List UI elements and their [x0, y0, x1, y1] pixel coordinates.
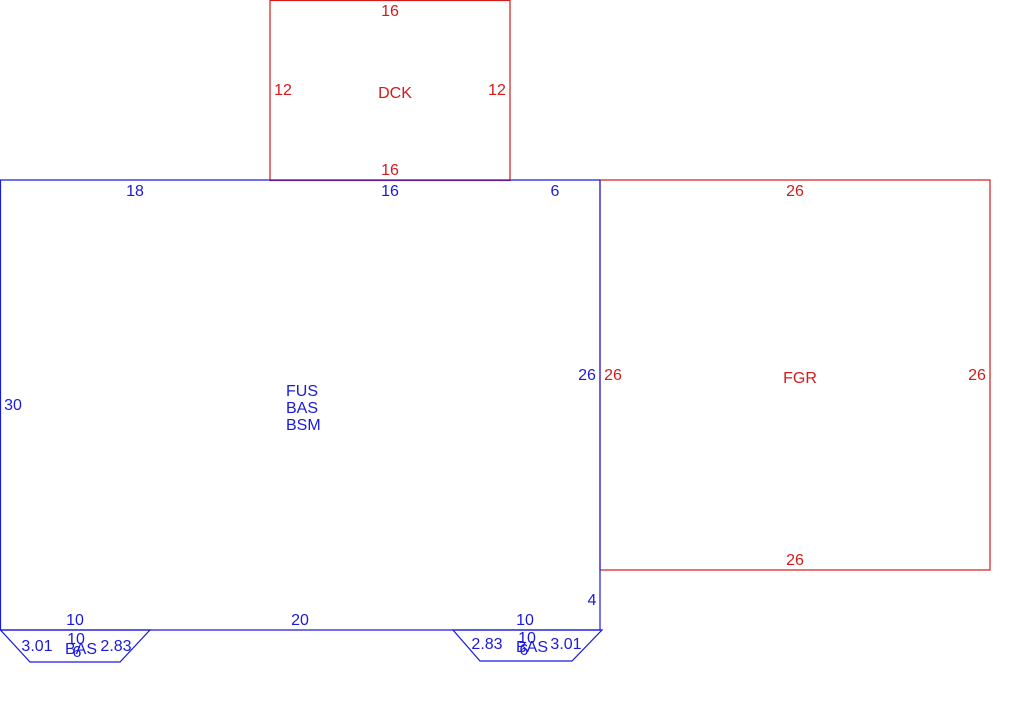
bay-right-outline [451, 629, 604, 662]
bay-left-top-dim: 10 [67, 631, 85, 648]
garage-top-dim: 26 [786, 183, 804, 200]
bay-left-bottom-dim: 6 [73, 644, 82, 661]
main-bottom-mid-dim: 20 [291, 612, 309, 629]
deck-area-name: DCK [378, 85, 412, 102]
bay-right-left-dim: 2.83 [471, 636, 502, 653]
main-right-dim: 26 [578, 367, 596, 384]
main-notch-dim: 4 [588, 592, 597, 609]
deck-left-dim: 12 [274, 82, 292, 99]
bay-right-bottom-dim: 6 [520, 642, 529, 659]
deck-right-dim: 12 [488, 82, 506, 99]
deck-top-dim: 16 [381, 3, 399, 20]
main-area-name-1: FUS [286, 383, 318, 400]
garage-left-dim: 26 [604, 367, 622, 384]
main-bottom-left-dim: 10 [66, 612, 84, 629]
main-left-dim: 30 [4, 397, 22, 414]
bay-right-right-dim: 3.01 [550, 636, 581, 653]
main-bottom-right-dim: 10 [516, 612, 534, 629]
main-top-left-dim: 18 [126, 183, 144, 200]
bay-left-area-name: BAS [65, 641, 97, 658]
bay-right-top-dim: 10 [518, 630, 536, 647]
bay-left-left-dim: 3.01 [21, 638, 52, 655]
garage-bottom-dim: 26 [786, 552, 804, 569]
bay-left-outline [0, 629, 152, 663]
bay-right-area-name: BAS [516, 639, 548, 656]
deck-bottom-dim: 16 [381, 162, 399, 179]
main-top-mid-dim: 16 [381, 183, 399, 200]
main-top-right-dim: 6 [551, 183, 560, 200]
garage-right-dim: 26 [968, 367, 986, 384]
main-area-name-2: BAS [286, 400, 318, 417]
main-area-name-3: BSM [286, 417, 321, 434]
bay-left-right-dim: 2.83 [100, 638, 131, 655]
garage-area-name: FGR [783, 370, 817, 387]
